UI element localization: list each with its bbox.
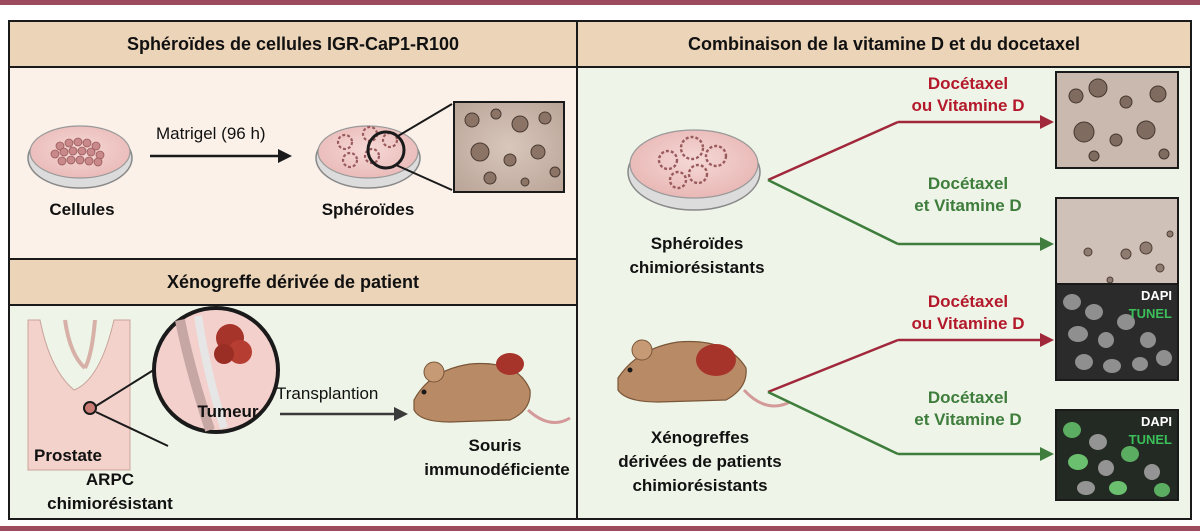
branch-1-line1: Docétaxel xyxy=(927,74,1009,93)
cell-dish-icon xyxy=(27,125,133,189)
branch-3-line2: ou Vitamine D xyxy=(911,314,1025,333)
patient-body-icon xyxy=(27,319,131,471)
xenograft-label-line3: chimiorésistants xyxy=(632,476,768,495)
top-accent-bar xyxy=(0,0,1200,5)
combination-panel: Combinaison de la vitamine D et du docet… xyxy=(578,22,1190,518)
branch-1-line2: ou Vitamine D xyxy=(911,96,1025,115)
stain-tunel-label-2: TUNEL xyxy=(1128,432,1172,447)
xenograft-panel: Xénogreffe dérivée de patient xyxy=(10,258,578,518)
resistant-spheroids-line1: Sphéroïdes xyxy=(650,234,744,253)
stain-tunel-label-1: TUNEL xyxy=(1128,306,1172,321)
xenograft-panel-graphics xyxy=(27,306,571,471)
zoom-circle xyxy=(366,130,406,170)
branch-4-line1: Docétaxel xyxy=(927,388,1009,407)
transplant-label: Transplantion xyxy=(276,384,379,403)
bottom-accent-bar xyxy=(0,526,1200,531)
spheroid-panel: Sphéroïdes de cellules IGR-CaP1-R100 xyxy=(10,22,578,258)
stain-dapi-label-1: DAPI xyxy=(1140,288,1172,303)
arpc-label-line1: ARPC xyxy=(85,470,135,489)
micrograph-spheroid-combo xyxy=(1055,197,1179,295)
mouse-label-line1: Souris xyxy=(468,436,522,455)
xenograft-branch-arrows xyxy=(767,333,1054,461)
figure-frame: Sphéroïdes de cellules IGR-CaP1-R100 xyxy=(8,20,1192,520)
spheroid-micrograph xyxy=(453,101,565,193)
spheroid-panel-title: Sphéroïdes de cellules IGR-CaP1-R100 xyxy=(10,22,576,68)
resistant-spheroid-dish-icon xyxy=(627,129,761,211)
micrograph-dapi-mono xyxy=(1055,283,1179,381)
prostate-zoom-circle xyxy=(152,306,280,434)
branch-3-line1: Docétaxel xyxy=(927,292,1009,311)
spheroid-panel-graphics xyxy=(27,101,565,193)
branch-2-line2: et Vitamine D xyxy=(914,196,1022,215)
combination-panel-graphics xyxy=(617,71,1179,501)
stain-dapi-label-2: DAPI xyxy=(1140,414,1172,429)
prostate-label: Prostate xyxy=(33,446,103,465)
tumor-label: Tumeur xyxy=(197,402,259,421)
branch-2-line1: Docétaxel xyxy=(927,174,1009,193)
combination-panel-title: Combinaison de la vitamine D et du docet… xyxy=(578,22,1190,68)
xenograft-panel-title: Xénogreffe dérivée de patient xyxy=(10,260,576,306)
branch-4-line2: et Vitamine D xyxy=(914,410,1022,429)
micrograph-spheroid-mono xyxy=(1055,71,1179,169)
micrograph-dapi-combo xyxy=(1055,409,1179,501)
xenograft-mouse-icon xyxy=(617,339,791,408)
matrigel-label: Matrigel (96 h) xyxy=(156,124,266,143)
mouse-label-line2: immunodéficiente xyxy=(424,460,570,479)
xenograft-label-line1: Xénogreffes xyxy=(650,428,750,447)
cells-label: Cellules xyxy=(49,200,115,219)
spheroids-label: Sphéroïdes xyxy=(321,200,415,219)
mouse-icon xyxy=(413,353,571,424)
spheroid-branch-arrows xyxy=(767,115,1054,251)
arpc-label-line2: chimiorésistant xyxy=(47,494,173,513)
resistant-spheroids-line2: chimiorésistants xyxy=(629,258,765,277)
xenograft-label-line2: dérivées de patients xyxy=(618,452,782,471)
